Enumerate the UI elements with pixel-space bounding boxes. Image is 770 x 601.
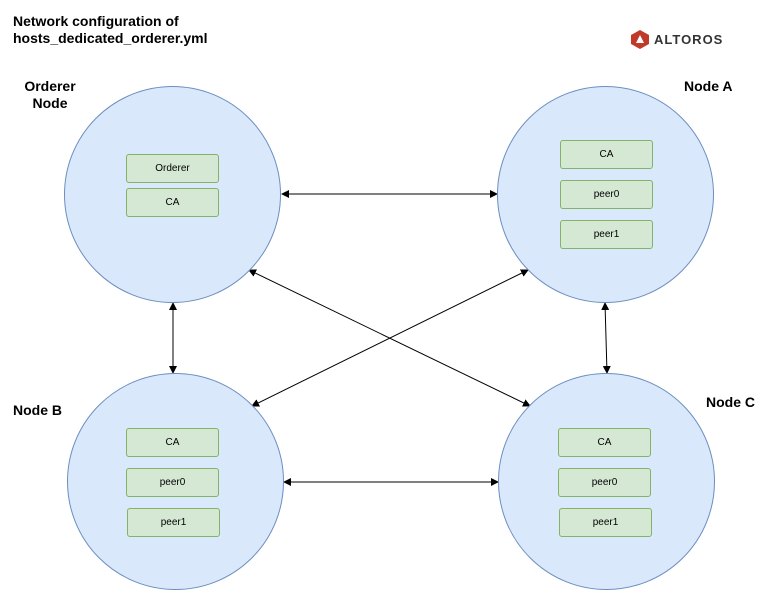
orderer-node-label: Orderer Node — [18, 78, 82, 112]
orderer-ca-component: CA — [126, 188, 219, 217]
logo-text: ALTOROS — [654, 31, 724, 47]
logo-icon — [631, 30, 649, 49]
node-b-ca-component: CA — [126, 428, 219, 457]
node-a-label: Node A — [684, 78, 733, 94]
node-c-label: Node C — [706, 394, 755, 410]
node-c-peer1-component: peer1 — [559, 508, 652, 537]
title-line-2: hosts_dedicated_orderer.yml — [13, 30, 208, 46]
node-a-ca-component: CA — [560, 140, 653, 169]
node-c-peer0-component: peer0 — [558, 468, 651, 497]
orderer-label-line-1: Orderer — [24, 78, 76, 94]
orderer-label-line-2: Node — [32, 95, 68, 111]
node-c-ca-component: CA — [558, 428, 651, 457]
node-b-label: Node B — [13, 402, 62, 418]
node-b-peer0-component: peer0 — [126, 468, 219, 497]
title-line-1: Network configuration of — [13, 13, 179, 29]
orderer-component: Orderer — [126, 154, 219, 183]
node-b-peer1-component: peer1 — [127, 508, 220, 537]
node-a-peer0-component: peer0 — [560, 180, 653, 209]
edge-a-b — [251, 269, 529, 407]
diagram-title: Network configuration of hosts_dedicated… — [13, 13, 208, 47]
altoros-logo: ALTOROS — [630, 29, 723, 49]
edge-a-c — [601, 302, 611, 374]
node-a-peer1-component: peer1 — [560, 220, 653, 249]
